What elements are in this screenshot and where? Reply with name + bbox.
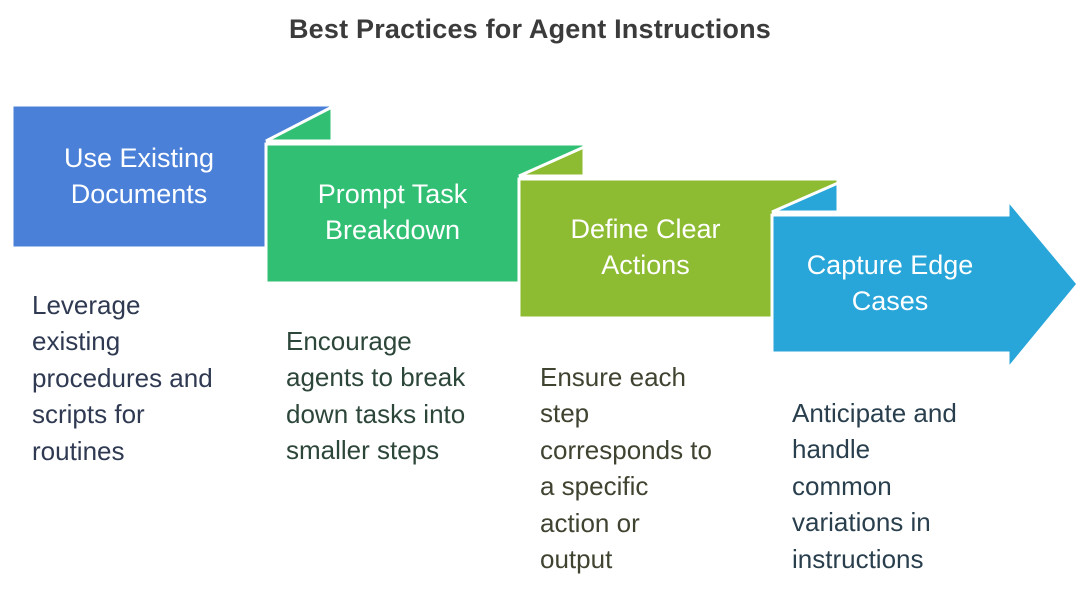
diagram-title: Best Practices for Agent Instructions [288,14,771,44]
step-4-fold-shape [771,180,840,214]
step-3-fold-shape [518,144,586,178]
step-4-arrow-shape [770,195,1080,374]
step-3-description: Ensure each step corresponds to a specif… [540,362,712,574]
step-2-fold-shape [265,104,334,143]
step-2-description: Encourage agents to break down tasks int… [286,326,466,466]
step-4-description: Anticipate and handle common variations … [792,398,957,574]
step-1-description: Leverage existing procedures and scripts… [32,290,213,466]
